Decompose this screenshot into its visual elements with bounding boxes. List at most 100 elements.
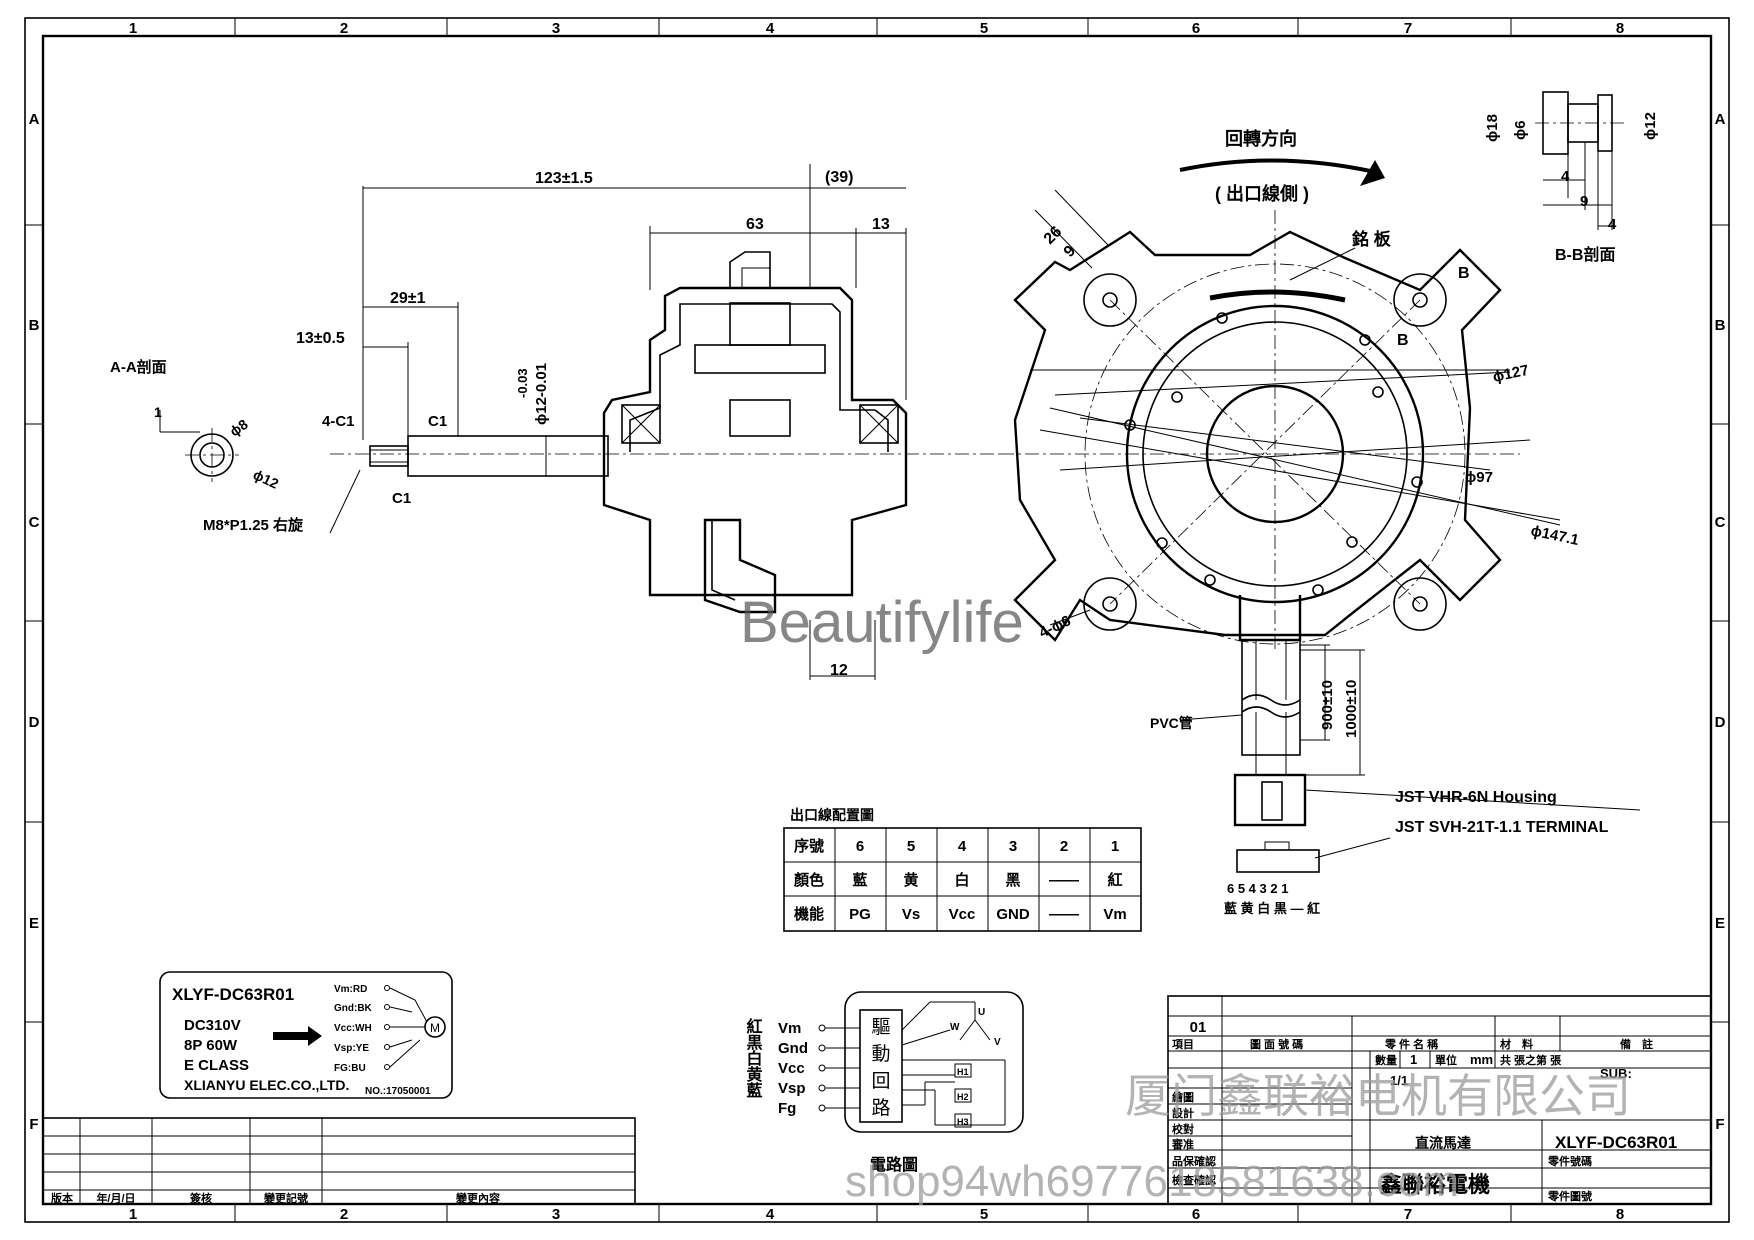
tb-col-header: 項目 bbox=[1172, 1038, 1194, 1051]
dim-63: 63 bbox=[746, 216, 764, 233]
phase-label: V bbox=[994, 1037, 1001, 1048]
tb-col-header: 圖 面 號 碼 bbox=[1250, 1037, 1303, 1051]
dim-shaft: ϕ12-0.01 bbox=[533, 363, 550, 425]
col-label: 8 bbox=[1616, 1206, 1624, 1223]
front-view: 銘 板 回轉方向 ( 出口線側 ) 26 9 B B ϕ127 ϕ97 ϕ147… bbox=[1000, 128, 1641, 916]
table-cell: —— bbox=[1049, 872, 1079, 889]
revision-block: 版本 年/月/日 簽核 變更記號 變更內容 bbox=[42, 1117, 636, 1205]
row-label: D bbox=[1715, 714, 1726, 731]
table-cell: 1 bbox=[1111, 838, 1119, 855]
rev-header: 變更記號 bbox=[264, 1191, 308, 1205]
phase-label: W bbox=[950, 1022, 960, 1033]
dim-13: 13 bbox=[872, 216, 890, 233]
aa-dim-12: ϕ12 bbox=[251, 466, 282, 492]
bb-dim-18: ϕ18 bbox=[1484, 114, 1501, 142]
tb-col-header: 零 件 名 稱 bbox=[1384, 1037, 1438, 1051]
row-label: B bbox=[1715, 317, 1726, 334]
wiring-table: 出口線配置圖 序號 6 5 4 3 2 1 顏色 藍 黄 白 黑 —— 紅 機能… bbox=[783, 807, 1142, 932]
sub-label: SUB: bbox=[1600, 1066, 1632, 1081]
rotation-sub: ( 出口線側 ) bbox=[1215, 183, 1309, 204]
table-cell: 黄 bbox=[903, 871, 918, 889]
circuit-pin: Fg bbox=[778, 1100, 796, 1117]
table-cell: Vm bbox=[1103, 906, 1126, 923]
circuit-pin: Vm bbox=[778, 1020, 801, 1037]
circuit-pin: Gnd bbox=[778, 1040, 808, 1057]
tb-row-label: 設計 bbox=[1172, 1106, 1194, 1120]
col-label: 6 bbox=[1192, 20, 1200, 37]
housing-label: JST VHR-6N Housing bbox=[1395, 789, 1557, 806]
col-label: 5 bbox=[980, 1206, 988, 1223]
table-cell: Vs bbox=[902, 906, 920, 923]
circuit-pin: Vcc bbox=[778, 1060, 805, 1077]
rev-header: 年/月/日 bbox=[96, 1191, 135, 1205]
col-label: 3 bbox=[552, 1206, 560, 1223]
plate-line1: DC310V bbox=[184, 1017, 241, 1034]
col-label: 7 bbox=[1404, 20, 1412, 37]
dim-12: 12 bbox=[830, 662, 848, 679]
label-b1: B bbox=[1458, 265, 1470, 282]
company-name: 鑫聯裕電機 bbox=[1380, 1172, 1490, 1197]
plate-number: NO.:17050001 bbox=[365, 1086, 431, 1097]
table-cell: 序號 bbox=[794, 837, 824, 855]
tb-row-label: 校對 bbox=[1172, 1122, 1194, 1136]
table-cell: 6 bbox=[856, 838, 864, 855]
row-label: F bbox=[1715, 1116, 1724, 1133]
drawing-frame: 1 2 3 4 5 6 7 8 1 2 3 4 5 6 7 8 A B C D … bbox=[24, 17, 1730, 1223]
dim-97: ϕ97 bbox=[1465, 469, 1493, 486]
hall-label: H2 bbox=[957, 1092, 969, 1102]
tb-row-label: 品保確認 bbox=[1172, 1154, 1216, 1168]
chamfer-c1a: C1 bbox=[428, 413, 447, 430]
table-cell: —— bbox=[1049, 906, 1079, 923]
dim-26: 26 bbox=[1041, 223, 1066, 248]
dim-total: 123±1.5 bbox=[535, 170, 593, 187]
holes-label: 4-ϕ6 bbox=[1037, 612, 1074, 641]
chamfer-c1b: C1 bbox=[392, 490, 411, 507]
part-label: 零件號碼 bbox=[1547, 1154, 1592, 1168]
row-label: C bbox=[29, 514, 40, 531]
table-cell: 紅 bbox=[1107, 871, 1122, 889]
dim-900: 900±10 bbox=[1319, 680, 1336, 730]
driver-char: 路 bbox=[871, 1097, 890, 1119]
col-label: 7 bbox=[1404, 1206, 1412, 1223]
plate-pin: Gnd:BK bbox=[334, 1003, 373, 1014]
side-view: 123±1.5 (39) 63 13 29±1 13±0.5 ϕ12-0.01 … bbox=[203, 164, 1000, 680]
row-label: B bbox=[29, 317, 40, 334]
tb-row-label: 審准 bbox=[1171, 1137, 1194, 1151]
dim-shaft-tol: -0.03 bbox=[515, 368, 530, 398]
unit-value: mm bbox=[1470, 1052, 1493, 1067]
pvc-label: PVC管 bbox=[1150, 715, 1193, 731]
section-aa: A-A剖面 1 ϕ8 ϕ12 bbox=[110, 358, 281, 492]
nameplate-label: 銘 板 bbox=[1352, 229, 1392, 249]
watermarks: Beautifylife 厦门鑫联裕电机有限公司 shop94wh6977618… bbox=[740, 590, 1631, 1206]
col-label: 1 bbox=[129, 1206, 137, 1223]
plate-company: XLIANYU ELEC.CO.,LTD. bbox=[184, 1077, 349, 1093]
table-cell: 黑 bbox=[1005, 872, 1020, 889]
col-label: 3 bbox=[552, 20, 560, 37]
bb-dim-6: ϕ6 bbox=[1512, 120, 1529, 140]
row-label: A bbox=[1715, 111, 1726, 128]
wiring-table-title: 出口線配置圖 bbox=[790, 807, 874, 823]
pin-numbers: 6 5 4 3 2 1 bbox=[1227, 881, 1288, 896]
col-label: 8 bbox=[1616, 20, 1624, 37]
table-cell: 顏色 bbox=[793, 871, 824, 889]
dim-1000: 1000±10 bbox=[1343, 680, 1360, 738]
hall-label: H1 bbox=[957, 1067, 969, 1077]
hall-label: H3 bbox=[957, 1117, 969, 1127]
driver-char: 動 bbox=[871, 1043, 890, 1065]
company-watermark: 厦门鑫联裕电机有限公司 bbox=[1125, 1070, 1631, 1122]
brand-watermark: Beautifylife bbox=[740, 590, 1024, 655]
table-cell: 5 bbox=[907, 838, 915, 855]
dim-13b: 13±0.5 bbox=[296, 330, 345, 347]
col-label: 2 bbox=[340, 1206, 348, 1223]
row-label: D bbox=[29, 714, 40, 731]
pin-colors: 藍 黄 白 黒 — 紅 bbox=[1224, 901, 1320, 916]
dim-29: 29±1 bbox=[390, 290, 426, 307]
row-label: E bbox=[29, 915, 39, 932]
col-label: 4 bbox=[766, 1206, 775, 1223]
section-bb: ϕ18 ϕ6 ϕ12 4 9 4 B-B剖面 bbox=[1484, 91, 1659, 264]
table-cell: Vcc bbox=[949, 906, 976, 923]
plate-pin: FG:BU bbox=[334, 1063, 366, 1074]
dim-127: ϕ127 bbox=[1491, 362, 1530, 386]
circuit-pin: Vsp bbox=[778, 1080, 806, 1097]
thread-spec: M8*P1.25 右旋 bbox=[203, 516, 304, 534]
